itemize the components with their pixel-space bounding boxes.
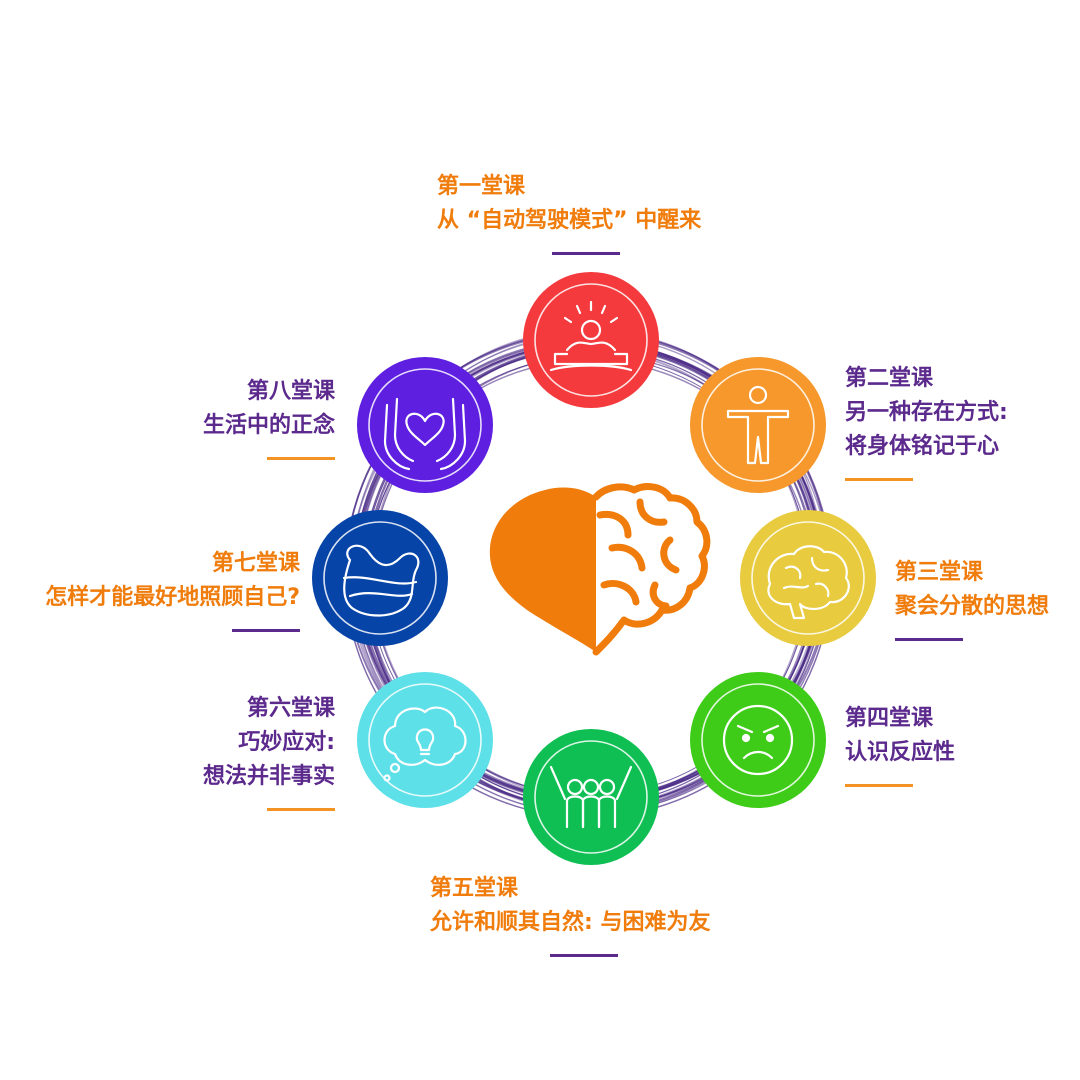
lesson-4-inner-ring (701, 683, 815, 797)
lesson-5-node (523, 729, 659, 865)
lesson-3-rule (895, 638, 963, 641)
lesson-3-inner-ring (751, 521, 865, 635)
lesson-4-node (690, 672, 826, 808)
lesson-1-label: 第一堂课 从 “自动驾驶模式” 中醒来 (437, 170, 701, 255)
lesson-2-node (690, 357, 826, 493)
lesson-8-subtitle: 生活中的正念 (202, 413, 335, 438)
lesson-6-title: 第六堂课 (246, 696, 335, 721)
lesson-2-subtitle-line1: 另一种存在方式: (845, 400, 1008, 425)
lesson-8-rule (267, 457, 335, 460)
lesson-4-circle (690, 672, 826, 808)
lesson-1-node (523, 272, 659, 408)
lesson-1-circle (523, 272, 659, 408)
lesson-8-node (357, 357, 493, 493)
lesson-8-circle (357, 357, 493, 493)
lesson-6-node (357, 672, 493, 808)
lesson-1-title: 第一堂课 (437, 174, 526, 199)
lesson-2-label: 第二堂课 另一种存在方式: 将身体铭记于心 (845, 362, 1008, 481)
lesson-4-rule (845, 784, 913, 787)
lesson-3-node (740, 510, 876, 646)
heart-half (489, 487, 596, 652)
lesson-5-rule (550, 954, 618, 957)
heart-brain-icon (489, 483, 711, 656)
lesson-5-circle (523, 729, 659, 865)
lesson-7-node (312, 510, 448, 646)
brain-half (592, 483, 711, 656)
lesson-7-title: 第七堂课 (211, 551, 300, 576)
lesson-1-inner-ring (534, 283, 648, 397)
lesson-6-subtitle-line2: 想法并非事实 (202, 764, 335, 789)
lesson-5-inner-ring (534, 740, 648, 854)
lesson-7-inner-ring (323, 521, 437, 635)
lesson-2-inner-ring (701, 368, 815, 482)
lesson-7-circle (312, 510, 448, 646)
lesson-5-label: 第五堂课 允许和顺其自然: 与困难为友 (430, 872, 710, 957)
lesson-2-title: 第二堂课 (845, 366, 934, 391)
lesson-6-circle (357, 672, 493, 808)
lesson-2-rule (845, 478, 913, 481)
lesson-7-subtitle: 怎样才能最好地照顾自己? (45, 585, 300, 610)
lesson-6-rule (267, 808, 335, 811)
lesson-6-label: 第六堂课 巧妙应对: 想法并非事实 (203, 692, 335, 811)
lesson-1-subtitle: 从 “自动驾驶模式” 中醒来 (437, 208, 702, 233)
lesson-5-subtitle: 允许和顺其自然: 与困难为友 (430, 910, 711, 935)
lesson-4-label: 第四堂课 认识反应性 (845, 702, 955, 787)
lesson-3-title: 第三堂课 (895, 560, 984, 585)
lesson-8-label: 第八堂课 生活中的正念 (203, 375, 335, 460)
lesson-2-subtitle-line2: 将身体铭记于心 (845, 434, 1000, 459)
lesson-2-circle (690, 357, 826, 493)
lesson-3-circle (740, 510, 876, 646)
lesson-8-inner-ring (368, 368, 482, 482)
lesson-7-rule (232, 629, 300, 632)
lesson-7-label: 第七堂课 怎样才能最好地照顾自己? (45, 547, 300, 632)
lesson-6-inner-ring (368, 683, 482, 797)
lesson-3-subtitle: 聚会分散的思想 (895, 594, 1050, 619)
lesson-3-label: 第三堂课 聚会分散的思想 (895, 556, 1049, 641)
lesson-4-title: 第四堂课 (845, 706, 934, 731)
lesson-1-rule (552, 252, 620, 255)
lesson-5-title: 第五堂课 (430, 876, 519, 901)
lesson-6-subtitle-line1: 巧妙应对: (238, 730, 335, 755)
lesson-4-subtitle: 认识反应性 (845, 740, 956, 765)
lesson-8-title: 第八堂课 (246, 379, 335, 404)
